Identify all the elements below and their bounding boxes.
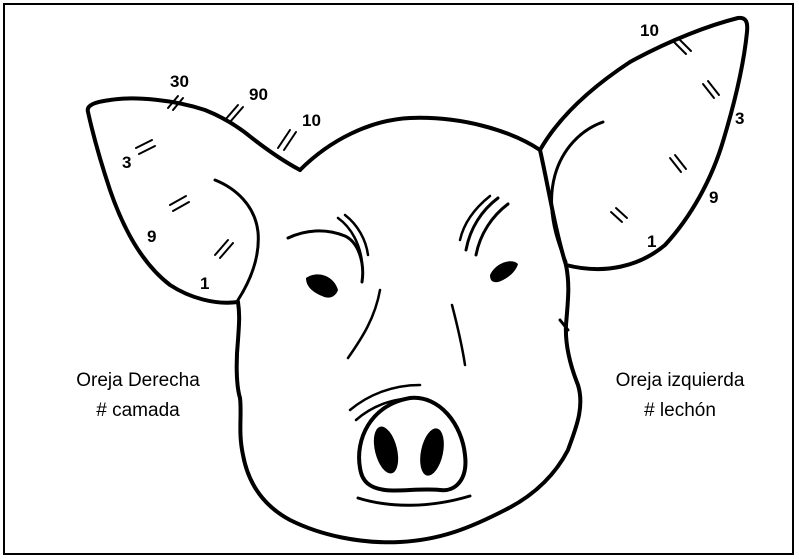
right-ear-outline	[88, 98, 300, 302]
head-outline	[237, 118, 581, 542]
left-ear-label-3: 3	[735, 109, 744, 128]
tick-right-3	[136, 140, 155, 154]
left-ear-label-1: 1	[647, 232, 656, 251]
left-eye	[490, 261, 518, 282]
right-ear-caption: Oreja Derecha # camada	[28, 366, 248, 426]
left-ear-label-9: 9	[709, 188, 718, 207]
right-ear-label-90: 90	[249, 85, 268, 104]
right-ear-caption-title: Oreja Derecha	[28, 366, 248, 396]
right-ear-label-10: 10	[302, 111, 321, 130]
left-ear-caption-title: Oreja izquierda	[570, 366, 790, 396]
right-ear-label-3: 3	[122, 153, 131, 172]
right-ear-label-30: 30	[170, 72, 189, 91]
left-brow-2	[476, 204, 508, 255]
right-cheek-line	[348, 290, 380, 358]
right-nostril	[370, 424, 403, 476]
right-ear-label-9: 9	[147, 227, 156, 246]
left-brow-3	[460, 196, 490, 240]
right-inner-ear	[215, 180, 258, 300]
right-brow	[288, 231, 363, 282]
right-ear-label-1: 1	[200, 274, 209, 293]
left-ear-caption: Oreja izquierda # lechón	[570, 366, 790, 426]
left-cheek-line	[452, 305, 465, 365]
tick-left-9	[670, 155, 686, 172]
tick-left-1	[611, 208, 627, 222]
right-ear-caption-sub: # camada	[28, 396, 248, 426]
tick-right-10	[278, 130, 296, 150]
left-brow-1	[466, 198, 498, 250]
left-ear-caption-sub: # lechón	[570, 396, 790, 426]
left-nostril	[416, 426, 447, 478]
snout-wrinkle-2	[356, 398, 418, 420]
tick-left-3	[703, 81, 719, 98]
right-eye	[306, 274, 338, 297]
left-ear-label-10: 10	[640, 21, 659, 40]
left-inner-ear	[552, 122, 603, 262]
tick-right-1	[215, 240, 233, 258]
tick-right-9	[170, 196, 189, 211]
mouth-line	[358, 496, 470, 505]
